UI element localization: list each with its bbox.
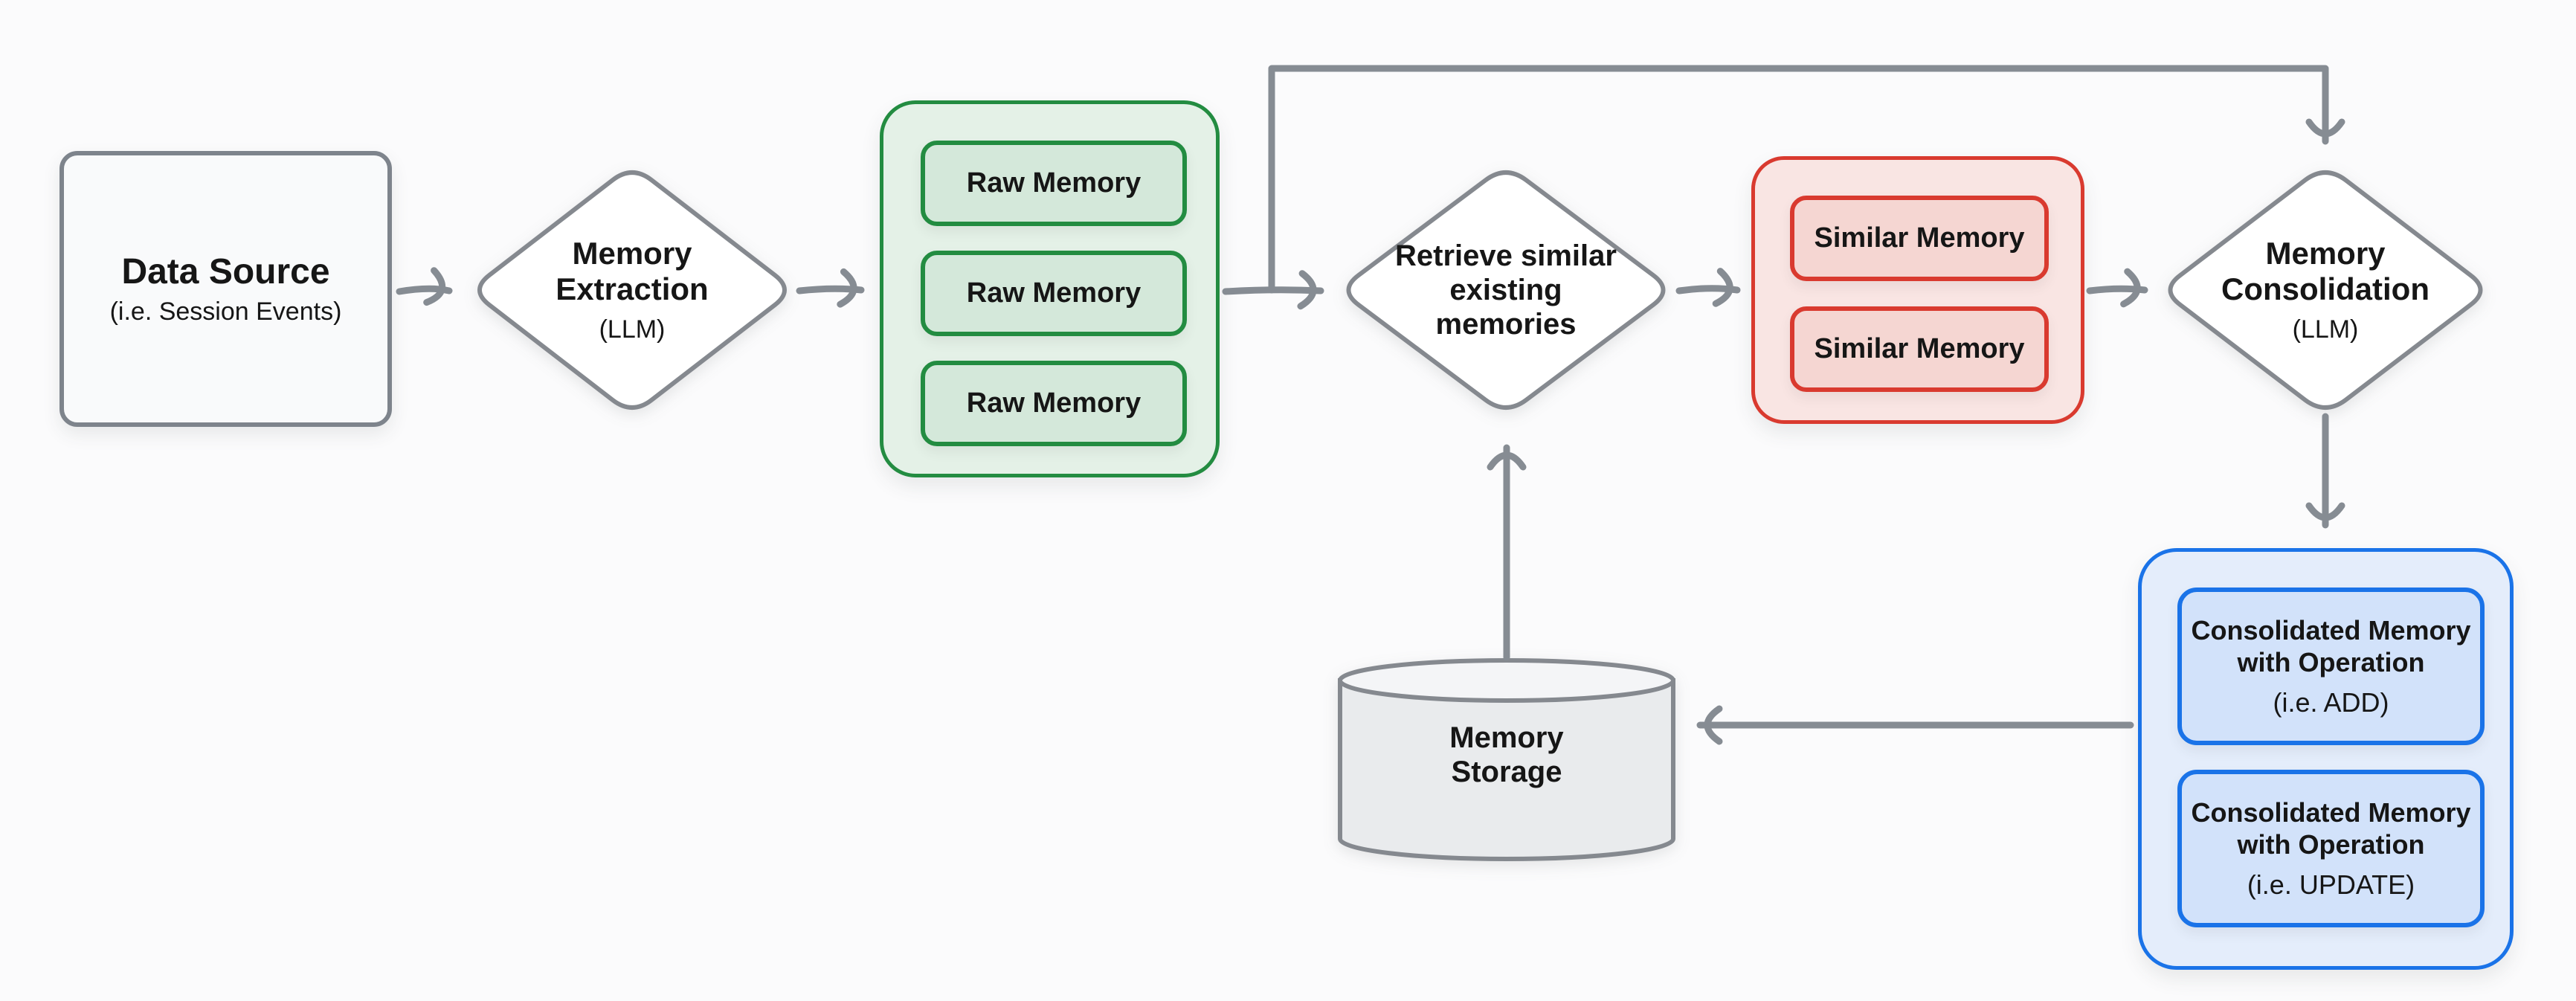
consolidated-memory-line: Consolidated Memory (2191, 797, 2471, 828)
raw-memory-item: Raw Memory (921, 251, 1187, 336)
consolidated-memory-operation: (i.e. ADD) (2273, 686, 2389, 718)
memory-consolidation-subtitle: (LLM) (2292, 315, 2359, 344)
memory-extraction-subtitle: (LLM) (599, 315, 666, 344)
memory-storage-line: Memory (1449, 721, 1564, 754)
memory-storage-line: Storage (1451, 756, 1562, 788)
consolidated-memory-line: with Operation (2237, 829, 2425, 860)
data-source-subtitle: (i.e. Session Events) (109, 297, 342, 326)
similar-memory-item: Similar Memory (1790, 306, 2049, 392)
consolidated-memory-group: Consolidated Memory with Operation (i.e.… (2138, 548, 2514, 970)
raw-memory-label: Raw Memory (966, 167, 1142, 199)
arrow-similarmemory-to-consolidation (2086, 268, 2148, 308)
retrieve-memories-line: existing (1449, 274, 1562, 306)
retrieve-memories-line: Retrieve similar (1395, 239, 1617, 272)
arrow-retrieve-to-similarmemory (1675, 268, 1741, 307)
raw-memory-label: Raw Memory (966, 277, 1142, 309)
memory-consolidation-line: Consolidation (2221, 271, 2430, 307)
raw-memory-item: Raw Memory (921, 141, 1187, 226)
arrow-extraction-to-rawmemory (796, 268, 865, 308)
arrow-rawmemory-to-retrieve (1222, 270, 1324, 310)
similar-memory-label: Similar Memory (1814, 222, 2025, 254)
memory-extraction-label: Memory Extraction (LLM) (513, 178, 751, 402)
data-source-node: Data Source (i.e. Session Events) (59, 151, 392, 427)
consolidated-memory-item-update: Consolidated Memory with Operation (i.e.… (2177, 770, 2485, 927)
consolidated-memory-operation: (i.e. UPDATE) (2247, 869, 2415, 900)
similar-memory-item: Similar Memory (1790, 196, 2049, 281)
memory-storage-label: Memory Storage (1395, 680, 1618, 829)
memory-consolidation-label: Memory Consolidation (LLM) (2206, 178, 2444, 402)
raw-memory-group: Raw Memory Raw Memory Raw Memory (880, 100, 1220, 477)
similar-memory-group: Similar Memory Similar Memory (1751, 156, 2084, 424)
raw-memory-label: Raw Memory (966, 387, 1142, 419)
retrieve-memories-label: Retrieve similar existing memories (1387, 178, 1625, 402)
consolidated-memory-line: with Operation (2237, 647, 2425, 678)
consolidated-memory-item-add: Consolidated Memory with Operation (i.e.… (2177, 588, 2485, 745)
memory-consolidation-line: Memory (2265, 236, 2386, 271)
arrow-datasource-to-extraction (396, 267, 453, 306)
data-source-title: Data Source (121, 252, 330, 292)
retrieve-memories-line: memories (1435, 308, 1577, 341)
memory-extraction-line: Extraction (556, 271, 709, 307)
consolidated-memory-line: Consolidated Memory (2191, 615, 2471, 646)
raw-memory-item: Raw Memory (921, 361, 1187, 446)
similar-memory-label: Similar Memory (1814, 333, 2025, 364)
memory-extraction-line: Memory (572, 236, 692, 271)
